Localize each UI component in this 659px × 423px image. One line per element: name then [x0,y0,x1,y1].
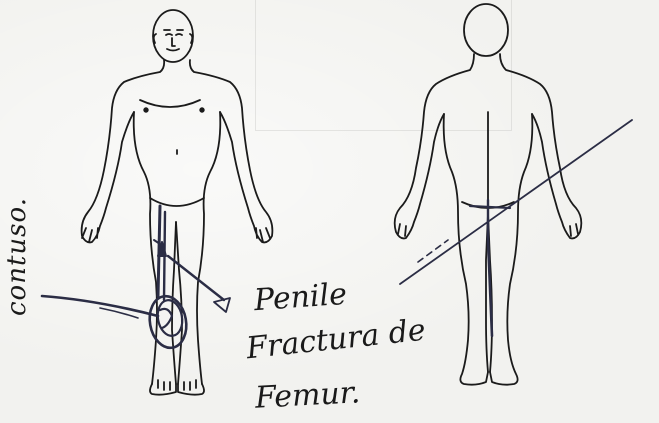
handwritten-femur: Femur. [254,375,361,415]
front-body-outline [82,10,273,395]
pen-markings [42,206,230,351]
arrow-head-icon [214,298,230,312]
handwritten-penile: Penile [253,277,348,318]
handwritten-contuso: contuso. [2,197,32,316]
back-pen-markings [400,120,632,336]
